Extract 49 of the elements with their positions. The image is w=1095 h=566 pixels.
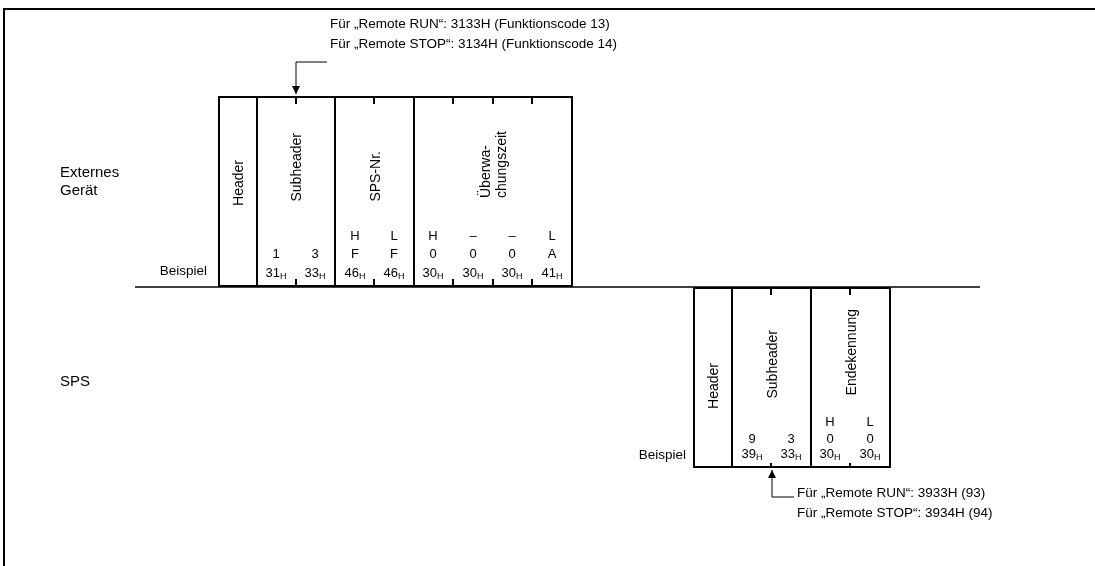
- cell-value: 33$_{H}$: [304, 265, 326, 280]
- cell-value: 0: [826, 431, 834, 446]
- cell-value: 30$_{H}$: [422, 265, 444, 280]
- annotation-text: Für „Remote STOP“: 3134H (Funktionscode 14): [330, 35, 618, 53]
- cell-value: 0: [469, 246, 477, 261]
- cell-value: 30$_{H}$: [859, 446, 881, 461]
- cell-value: 0: [429, 246, 437, 261]
- cell-value: 9: [748, 431, 756, 446]
- cell-value: 30$_{H}$: [819, 446, 841, 461]
- cell-value: H: [428, 228, 438, 243]
- cell-value: 3: [787, 431, 795, 446]
- annotation-text: Für „Remote RUN“: 3133H (Funktionscode 13): [330, 15, 611, 33]
- annotation-text: Für „Remote STOP“: 3934H (94): [797, 504, 993, 522]
- frame-field: [810, 287, 891, 468]
- leader-arrow: [292, 61, 328, 95]
- cell-value: H: [825, 414, 835, 429]
- cell-value: 39$_{H}$: [741, 446, 763, 461]
- field-label: Überwa- chungszeit: [477, 130, 509, 198]
- field-label: Header: [705, 363, 721, 409]
- cell-value: 30$_{H}$: [462, 265, 484, 280]
- cell-value: F: [390, 246, 398, 261]
- cell-value: 30$_{H}$: [501, 265, 523, 280]
- field-label: SPS-Nr.: [366, 151, 383, 202]
- cell-value: 33$_{H}$: [780, 446, 802, 461]
- cell-value: 46$_{H}$: [344, 265, 366, 280]
- field-label: Endekennung: [842, 308, 859, 395]
- cell-value: H: [350, 228, 360, 243]
- cell-value: 1: [272, 246, 280, 261]
- cell-value: 0: [508, 246, 516, 261]
- cell-value: 3: [311, 246, 319, 261]
- cell-value: L: [866, 414, 874, 429]
- frame-field: [413, 96, 573, 287]
- row-label: Beispiel: [638, 447, 686, 462]
- leader-arrow: [768, 469, 795, 498]
- cell-value: L: [390, 228, 398, 243]
- annotation-text: Für „Remote RUN“: 3933H (93): [797, 484, 987, 502]
- field-label: Header: [230, 160, 246, 206]
- cell-value: 41$_{H}$: [541, 265, 563, 280]
- row-label: Beispiel: [159, 263, 207, 278]
- cell-value: 0: [866, 431, 874, 446]
- cell-value: 46$_{H}$: [383, 265, 405, 280]
- frame-field: [693, 287, 733, 468]
- cell-value: 31$_{H}$: [265, 265, 287, 280]
- field-label: Subheader: [288, 133, 304, 202]
- field-label: Subheader: [763, 330, 780, 399]
- cell-value: A: [547, 246, 557, 261]
- cell-value: F: [351, 246, 359, 261]
- frame-field: [218, 96, 258, 287]
- cell-value: L: [548, 228, 556, 243]
